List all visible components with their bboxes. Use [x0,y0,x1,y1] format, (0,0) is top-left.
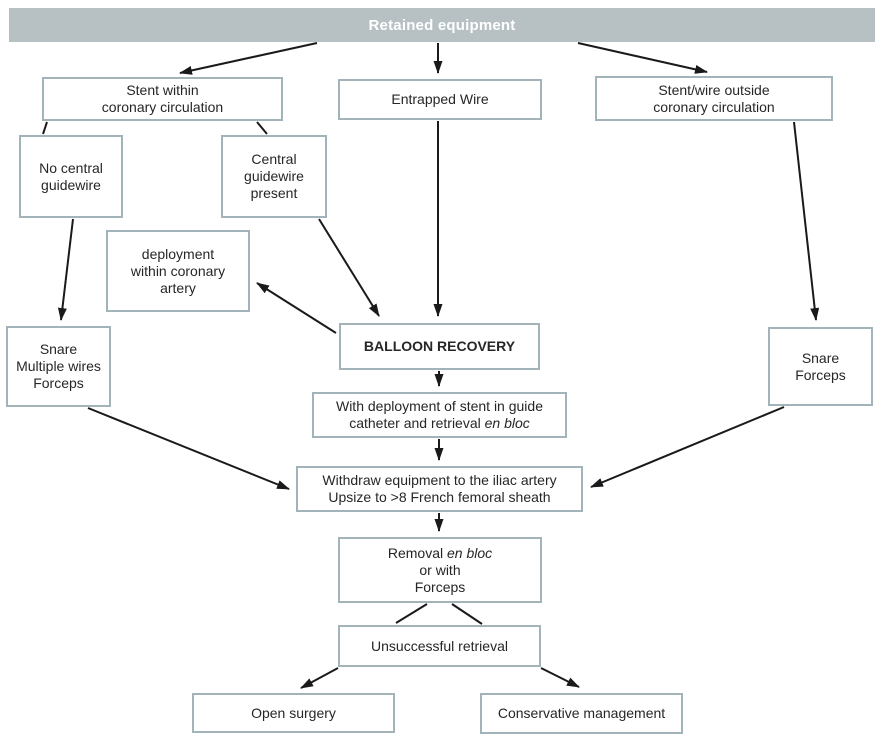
node-label-segment: Removal [387,544,447,561]
edge-removal-to-unsuccessful-left [395,603,428,624]
edge-stent-outside-to-snare-forceps [793,121,820,321]
node-removal-en-bloc: Removal en bloc or with Forceps [338,537,542,603]
node-label-line: With deployment of stent in guide [335,398,543,414]
edge-unsuccessful-to-conservative [540,667,580,688]
node-label-line: Withdraw equipment to the iliac artery [322,472,557,488]
edge-unsuccessful-to-open-surgery [300,667,339,689]
node-unsuccessful-retrieval: Unsuccessful retrieval [338,625,541,667]
node-open-surgery: Open surgery [192,693,395,733]
node-label-line: artery [160,279,196,296]
edge-snare-forceps-to-withdraw [590,406,785,488]
edge-central-to-balloon [318,218,380,317]
node-conservative-management: Conservative management [480,693,683,734]
node-label-line: No central [39,159,103,176]
node-label-line: Entrapped Wire [391,91,489,107]
node-label-line: Conservative management [497,705,666,721]
node-snare-forceps: Snare Forceps [768,327,873,406]
node-balloon-recovery: BALLOON RECOVERY [339,323,540,370]
node-label-line: BALLOON RECOVERY [363,338,516,354]
node-label: Retained equipment [368,16,516,34]
node-label-segment-italic: en bloc [484,415,530,431]
node-label-line: within coronary [130,262,226,279]
node-no-central-guidewire: No central guidewire [19,135,123,218]
node-label-line: Removal en bloc [388,545,492,562]
edge-stent-within-to-no-central [42,121,48,135]
node-label-line: present [250,185,298,201]
node-label-line: Forceps [414,578,466,595]
node-label-segment: catheter and retrieval [349,415,485,431]
edge-stent-within-to-central [256,121,268,135]
node-withdraw-equipment: Withdraw equipment to the iliac artery U… [296,466,583,512]
edge-snare-multiple-to-withdraw [87,407,290,490]
node-snare-multiple-wires-forceps: Snare Multiple wires Forceps [6,326,111,407]
node-label-line: Multiple wires [16,358,101,374]
node-label-line: Forceps [33,375,84,391]
node-label-line: Upsize to >8 French femoral sheath [328,489,551,505]
edge-removal-to-unsuccessful-right [451,603,483,625]
node-deployment-within-coronary-artery: deployment within coronary artery [106,230,250,312]
node-label-line: guidewire [244,168,304,184]
edge-balloon-to-deployment [256,282,337,334]
node-label-line: guidewire [41,176,101,193]
node-central-guidewire-present: Central guidewire present [221,135,327,218]
node-label-line: coronary circulation [653,98,775,115]
node-label-line: Stent within [126,82,199,98]
node-label-line: or with [419,561,461,578]
node-label-line: Central [251,151,297,167]
node-label-line: Unsuccessful retrieval [371,637,508,654]
node-label-line: Forceps [795,366,846,383]
node-label-line: Snare [801,349,840,366]
node-stent-wire-outside-coronary-circulation: Stent/wire outside coronary circulation [595,76,833,121]
node-entrapped-wire: Entrapped Wire [338,79,542,120]
node-label-segment-italic: en bloc [446,544,493,561]
node-label-line: coronary circulation [101,99,224,115]
node-label-line: Stent/wire outside [658,81,770,98]
node-stent-within-coronary-circulation: Stent within coronary circulation [42,77,283,121]
node-label-line: catheter and retrieval en bloc [349,415,530,432]
node-with-deployment-of-stent: With deployment of stent in guide cathet… [312,392,567,438]
node-retained-equipment: Retained equipment [9,8,875,42]
node-label-line: Snare [39,341,78,357]
node-label-line: deployment [141,245,215,262]
edge-no-central-to-snare-multiple [57,218,74,321]
edge-header-to-stent-within [179,42,318,75]
node-label-line: Open surgery [251,704,336,721]
edge-header-to-stent-outside [577,42,708,74]
